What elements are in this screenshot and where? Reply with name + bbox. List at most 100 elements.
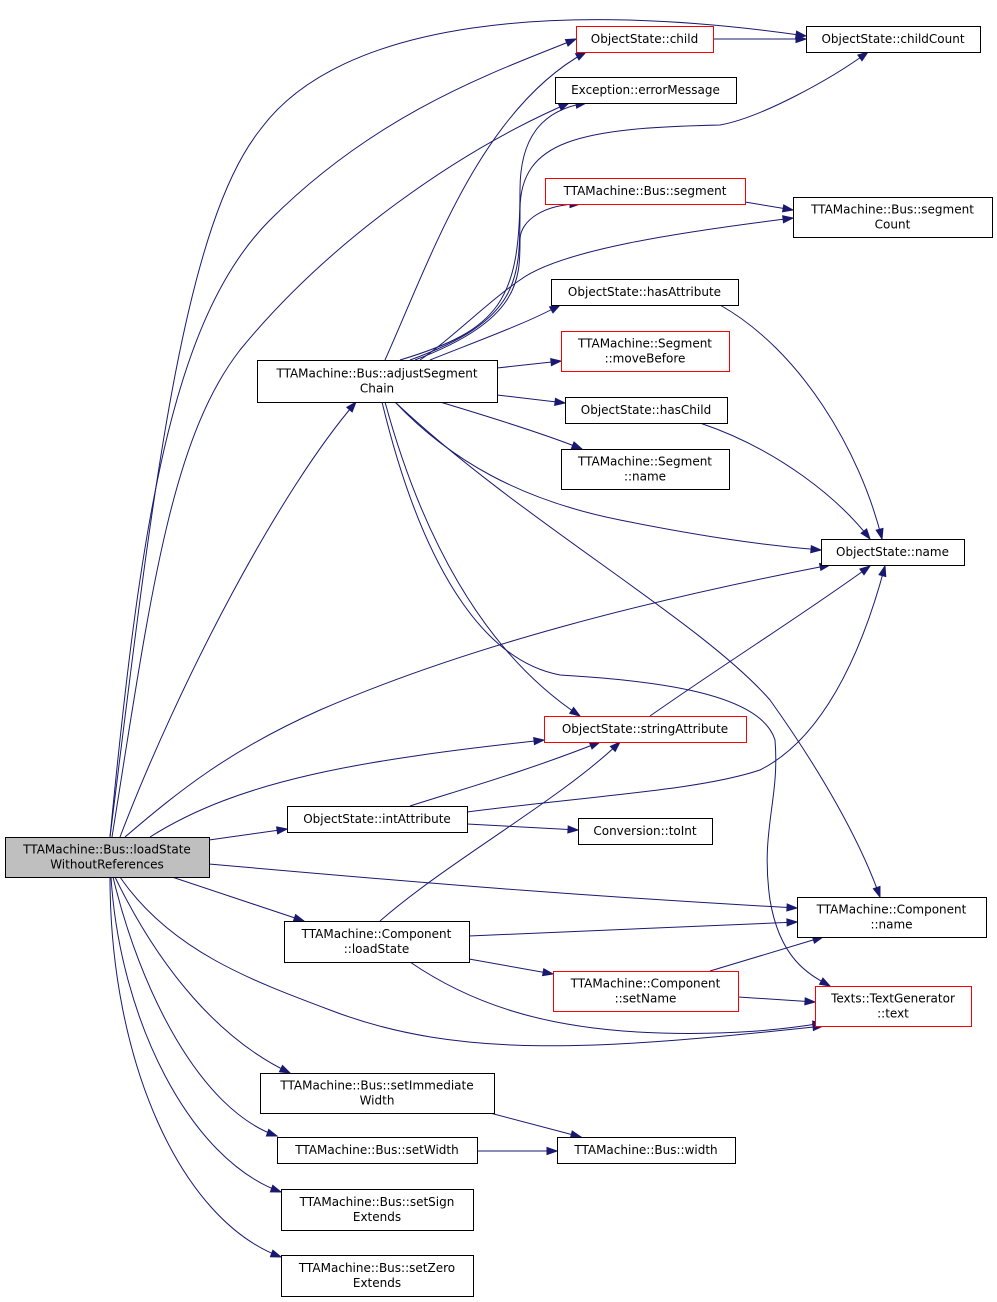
node-moveBefore[interactable]: TTAMachine::Segment::moveBefore: [561, 331, 730, 372]
node-box[interactable]: [806, 26, 981, 53]
node-compName[interactable]: TTAMachine::Component::name: [797, 897, 987, 938]
node-stringAttribute[interactable]: ObjectState::stringAttribute: [544, 716, 747, 743]
edge-arrowhead: [567, 825, 580, 834]
node-child[interactable]: ObjectState::child: [576, 26, 714, 53]
node-box[interactable]: [821, 539, 965, 566]
edge-arrowhead: [570, 441, 584, 450]
edge-line: [649, 565, 871, 717]
node-setName[interactable]: TTAMachine::Component::setName: [553, 971, 739, 1012]
edge-arrowhead: [269, 1249, 283, 1258]
node-osName[interactable]: ObjectState::name: [821, 539, 965, 566]
node-box[interactable]: [578, 818, 713, 845]
node-box[interactable]: [565, 397, 728, 424]
edge-line: [171, 876, 305, 922]
edge-line: [119, 876, 824, 1047]
node-box[interactable]: [553, 971, 739, 1012]
edge-line: [124, 564, 831, 838]
edge-line: [384, 51, 587, 361]
node-label: Extends: [353, 1276, 401, 1290]
edge-arrowhead: [533, 736, 546, 746]
node-box[interactable]: [287, 806, 468, 833]
edge-adjustSegmentChain-to-segmentCount: [419, 215, 795, 361]
node-box[interactable]: [557, 1137, 736, 1164]
edge-line: [468, 958, 554, 975]
edge-arrowhead: [786, 918, 799, 927]
edge-hasAttribute-to-osName: [719, 304, 884, 541]
node-hasAttribute[interactable]: ObjectState::hasAttribute: [551, 279, 739, 306]
node-box[interactable]: [281, 1189, 474, 1231]
node-box[interactable]: [257, 360, 498, 403]
edge-root-to-setImmediateWidth: [114, 876, 292, 1074]
edge-arrowhead: [872, 885, 881, 899]
node-root[interactable]: TTAMachine::Bus::loadStateWithoutReferen…: [5, 837, 210, 878]
node-hasChild[interactable]: ObjectState::hasChild: [565, 397, 728, 424]
node-box[interactable]: [815, 986, 972, 1027]
node-box[interactable]: [555, 77, 737, 104]
node-box[interactable]: [260, 1073, 495, 1114]
node-label: ObjectState::intAttribute: [303, 812, 451, 826]
node-box[interactable]: [281, 1255, 474, 1297]
node-childCount[interactable]: ObjectState::childCount: [806, 26, 981, 53]
edge-arrowhead: [345, 400, 357, 413]
node-width[interactable]: TTAMachine::Bus::width: [557, 1137, 736, 1164]
node-label: TTAMachine::Bus::setZero: [298, 1261, 455, 1275]
node-box[interactable]: [561, 449, 730, 490]
node-box[interactable]: [561, 331, 730, 372]
node-label: Texts::TextGenerator: [830, 992, 955, 1006]
edge-intAttribute-to-toInt: [466, 823, 580, 834]
node-label: TTAMachine::Bus::segment: [563, 184, 727, 198]
node-label: ::setName: [615, 992, 677, 1006]
node-box[interactable]: [551, 279, 739, 306]
node-segName[interactable]: TTAMachine::Segment::name: [561, 449, 730, 490]
edge-line: [468, 921, 798, 937]
edge-root-to-setZeroExtends: [109, 876, 283, 1258]
node-label: TTAMachine::Component: [301, 927, 452, 941]
node-box[interactable]: [5, 837, 210, 878]
edge-root-to-intAttribute: [208, 826, 289, 841]
edge-arrowhead: [782, 215, 795, 224]
edge-setName-to-text: [737, 996, 817, 1006]
edge-line: [119, 401, 357, 838]
node-compLoadState[interactable]: TTAMachine::Component::loadState: [284, 921, 470, 963]
edge-arrowhead: [810, 544, 823, 554]
node-label: Exception::errorMessage: [571, 83, 720, 97]
edge-line: [114, 876, 291, 1074]
node-errorMessage[interactable]: Exception::errorMessage: [555, 77, 737, 104]
node-box[interactable]: [544, 716, 747, 743]
edge-intAttribute-to-osName: [466, 564, 887, 813]
edge-root-to-adjustSegmentChain: [119, 400, 357, 838]
edge-root-to-compLoadState: [171, 876, 306, 922]
node-intAttribute[interactable]: ObjectState::intAttribute: [287, 806, 468, 833]
edge-line: [496, 360, 562, 369]
node-setWidth[interactable]: TTAMachine::Bus::setWidth: [277, 1137, 478, 1164]
edge-line: [429, 304, 561, 361]
node-label: ObjectState::name: [836, 545, 949, 559]
node-box[interactable]: [545, 178, 746, 205]
node-box[interactable]: [284, 921, 470, 963]
node-box[interactable]: [793, 197, 993, 238]
node-box[interactable]: [277, 1137, 478, 1164]
edge-arrowhead: [564, 38, 578, 47]
node-box[interactable]: [797, 897, 987, 938]
node-label: TTAMachine::Bus::setImmediate: [279, 1079, 473, 1093]
node-segment[interactable]: TTAMachine::Bus::segment: [545, 178, 746, 205]
edge-line: [466, 823, 579, 831]
edge-segment-to-segmentCount: [744, 201, 795, 213]
edge-adjustSegmentChain-to-text: [381, 401, 832, 987]
edge-intAttribute-to-stringAttribute: [409, 741, 602, 807]
edge-line: [414, 203, 581, 361]
node-toInt[interactable]: Conversion::toInt: [578, 818, 713, 845]
node-label: ObjectState::child: [591, 32, 698, 46]
node-text[interactable]: Texts::TextGenerator::text: [815, 986, 972, 1027]
node-box[interactable]: [576, 26, 714, 53]
edge-line: [109, 876, 282, 1258]
edge-arrowhead: [550, 357, 563, 367]
edge-arrowhead: [878, 564, 887, 578]
edge-line: [496, 394, 566, 404]
